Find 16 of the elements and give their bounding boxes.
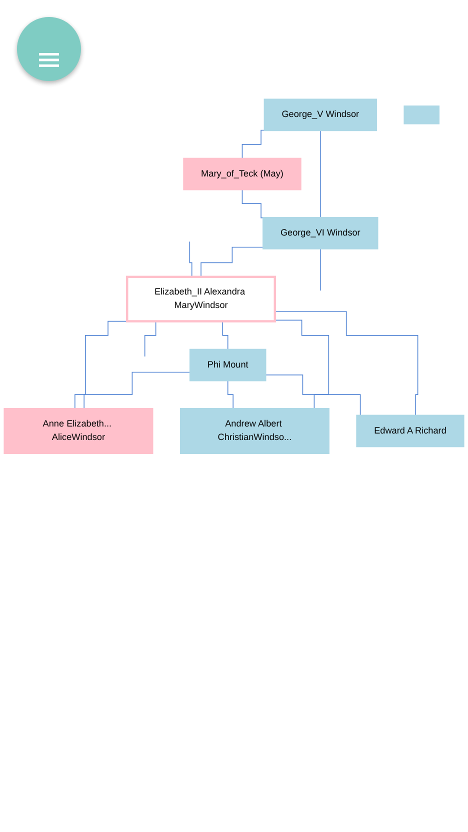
node-box: Elizabeth_II Alexandra MaryWindsor — [126, 276, 276, 322]
connector — [274, 311, 418, 416]
node-box: Anne Elizabeth... AliceWindsor — [4, 408, 154, 454]
node-box: George_V Windsor — [264, 98, 377, 132]
node-box: Andrew Albert ChristianWindso... — [180, 408, 330, 454]
connector — [200, 246, 264, 278]
node-box: Mary_of_Teck (May) — [183, 158, 302, 190]
connector — [320, 130, 321, 218]
connector — [74, 372, 191, 410]
connector — [320, 248, 321, 291]
connector — [189, 241, 194, 278]
node-box: Phi Mount — [189, 348, 266, 382]
node-box — [404, 106, 440, 124]
node-box: George_VI Windsor — [262, 216, 378, 250]
node-box: Edward A Richard — [356, 414, 464, 448]
connector — [274, 320, 330, 410]
